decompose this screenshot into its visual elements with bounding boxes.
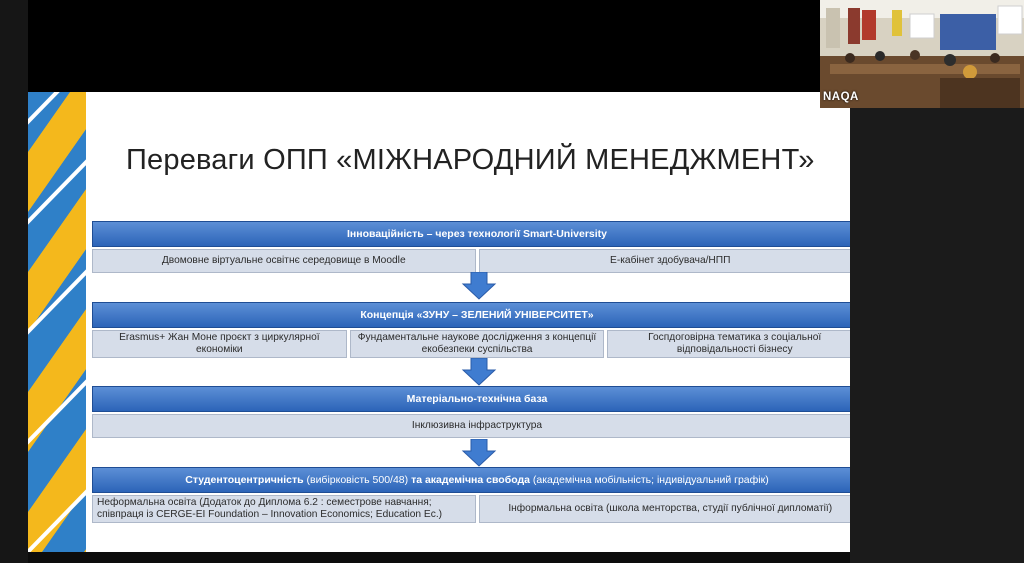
down-arrow-icon [461, 439, 497, 467]
cell-nonformal: Неформальна освіта (Додаток до Диплома 6… [92, 495, 476, 523]
header-student-normal-2: (академічна мобільність; індивідуальний … [529, 474, 769, 486]
header-green-university: Концепція «ЗУНУ – ЗЕЛЕНИЙ УНІВЕРСИТЕТ» [92, 302, 850, 328]
cell-moodle: Двомовне віртуальне освітнє середовище в… [92, 249, 476, 273]
header-student-bold-1: Студентоцентричність [185, 474, 304, 486]
header-student-bold-2: та академічна свобода [411, 474, 530, 486]
cell-e-cabinet: Е-кабінет здобувача/НПП [478, 249, 850, 273]
cell-contracts: Госпдоговірна тематика з соціальної відп… [607, 330, 850, 358]
video-background-bottom [28, 552, 850, 563]
header-innovation-text: Інноваційність – через технології Smart-… [346, 228, 607, 240]
video-feed-image [820, 0, 1024, 108]
cell-erasmus: Erasmus+ Жан Моне проєкт з циркулярної е… [92, 330, 347, 358]
header-innovation: Інноваційність – через технології Smart-… [92, 221, 850, 247]
decorative-stripes [28, 92, 86, 552]
header-student-centered: Студентоцентричність (вибірковість 500/4… [92, 467, 850, 493]
slide-title: Переваги ОПП «МІЖНАРОДНИЙ МЕНЕДЖМЕНТ» [126, 144, 815, 176]
video-background-right [850, 108, 1024, 563]
row-green-university: Erasmus+ Жан Моне проєкт з циркулярної е… [92, 330, 850, 358]
row-student-centered: Неформальна освіта (Додаток до Диплома 6… [92, 495, 850, 523]
header-student-normal-1: (вибірковість 500/48) [303, 474, 412, 486]
cell-inclusive: Інклюзивна інфраструктура [92, 414, 850, 438]
cell-research: Фундаментальне наукове дослідження з кон… [349, 330, 605, 358]
video-background-top [28, 0, 850, 92]
participant-video-tile[interactable]: NAQA [820, 0, 1024, 108]
header-material-base: Матеріально-технічна база [92, 386, 850, 412]
header-material-base-text: Матеріально-технічна база [406, 393, 548, 405]
row-innovation: Двомовне віртуальне освітнє середовище в… [92, 249, 850, 273]
participant-name-label: NAQA [823, 91, 859, 103]
down-arrow-icon [461, 272, 497, 300]
row-material-base: Інклюзивна інфраструктура [92, 414, 850, 438]
down-arrow-icon [461, 358, 497, 386]
cell-informal: Інформальна освіта (школа менторства, ст… [478, 495, 850, 523]
header-green-university-text: Концепція «ЗУНУ – ЗЕЛЕНИЙ УНІВЕРСИТЕТ» [360, 309, 594, 321]
presentation-slide: Переваги ОПП «МІЖНАРОДНИЙ МЕНЕДЖМЕНТ» Ін… [28, 92, 850, 552]
